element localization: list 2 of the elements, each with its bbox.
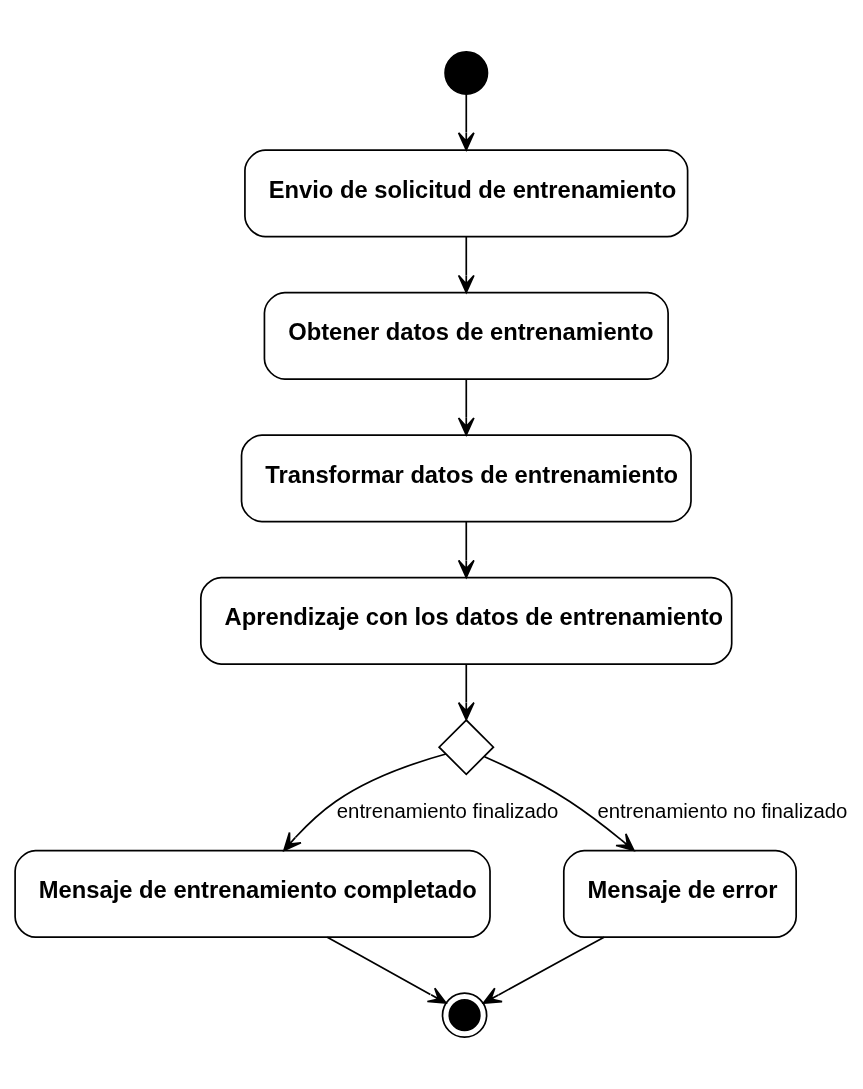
edge-label: entrenamiento finalizado: [336, 799, 559, 822]
edge-label: entrenamiento no finalizado: [597, 799, 848, 822]
